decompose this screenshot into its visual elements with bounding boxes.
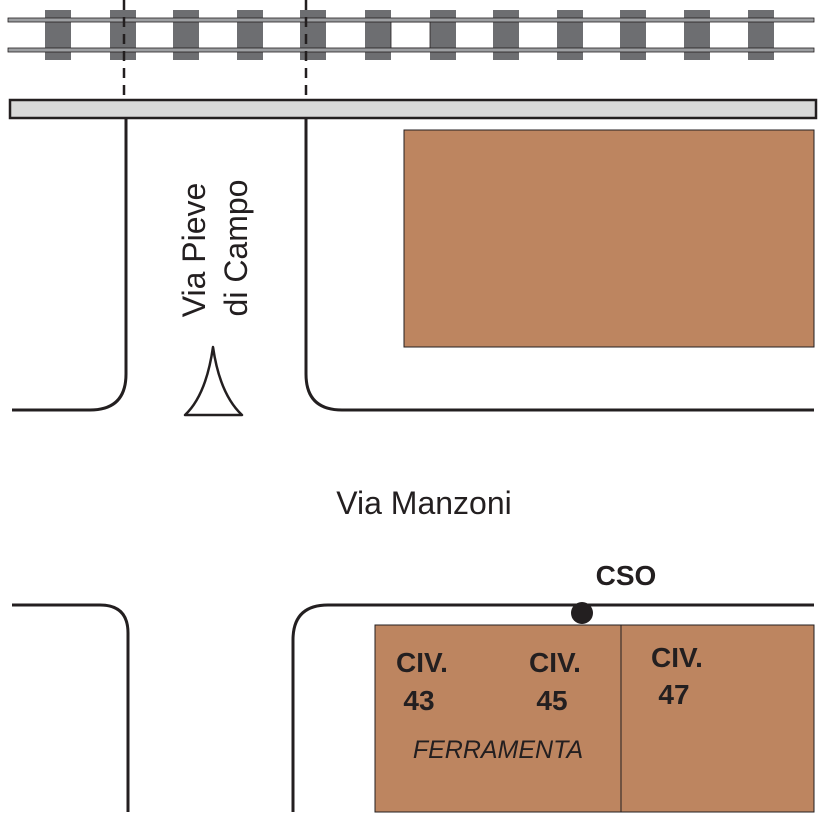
building-upper xyxy=(403,129,815,348)
address-number-43: 43 xyxy=(403,685,434,716)
marker-label: CSO xyxy=(596,560,657,591)
address-prefix-45: CIV. xyxy=(529,647,581,678)
railway-sleepers xyxy=(45,10,774,60)
building-civ-47 xyxy=(620,624,815,813)
street-label-vertical-line1: Via Pieve xyxy=(176,183,212,318)
street-label-vertical-line2: di Campo xyxy=(218,180,254,317)
railway-sleeper xyxy=(430,10,456,60)
railway-sleeper xyxy=(748,10,774,60)
railway-sleeper xyxy=(173,10,199,60)
curb-lower-left xyxy=(12,603,130,812)
railway xyxy=(7,10,815,60)
curb-lower-right xyxy=(291,603,814,812)
shop-label: FERRAMENTA xyxy=(413,736,583,764)
sidewalk-strip xyxy=(8,98,818,120)
railway-sleeper xyxy=(365,10,391,60)
railway-sleeper xyxy=(493,10,519,60)
curb-upper-left xyxy=(12,118,128,412)
address-number-45: 45 xyxy=(536,685,567,716)
point-marker xyxy=(571,602,593,624)
rail-bottom xyxy=(7,47,815,53)
rail-gap xyxy=(390,21,431,49)
railway-sleeper xyxy=(684,10,710,60)
rail-top xyxy=(7,17,815,23)
address-number-47: 47 xyxy=(658,679,689,710)
railway-sleeper xyxy=(237,10,263,60)
railway-sleeper xyxy=(620,10,646,60)
address-prefix-47: CIV. xyxy=(651,642,703,673)
railway-sleeper xyxy=(300,10,326,60)
railway-sleeper xyxy=(45,10,71,60)
curb-upper-right xyxy=(304,118,814,412)
railway-sleeper xyxy=(557,10,583,60)
address-prefix-43: CIV. xyxy=(396,647,448,678)
building-civ-43-45 xyxy=(374,624,622,813)
street-label-horizontal: Via Manzoni xyxy=(336,485,512,521)
north-arrow-icon xyxy=(183,345,244,417)
